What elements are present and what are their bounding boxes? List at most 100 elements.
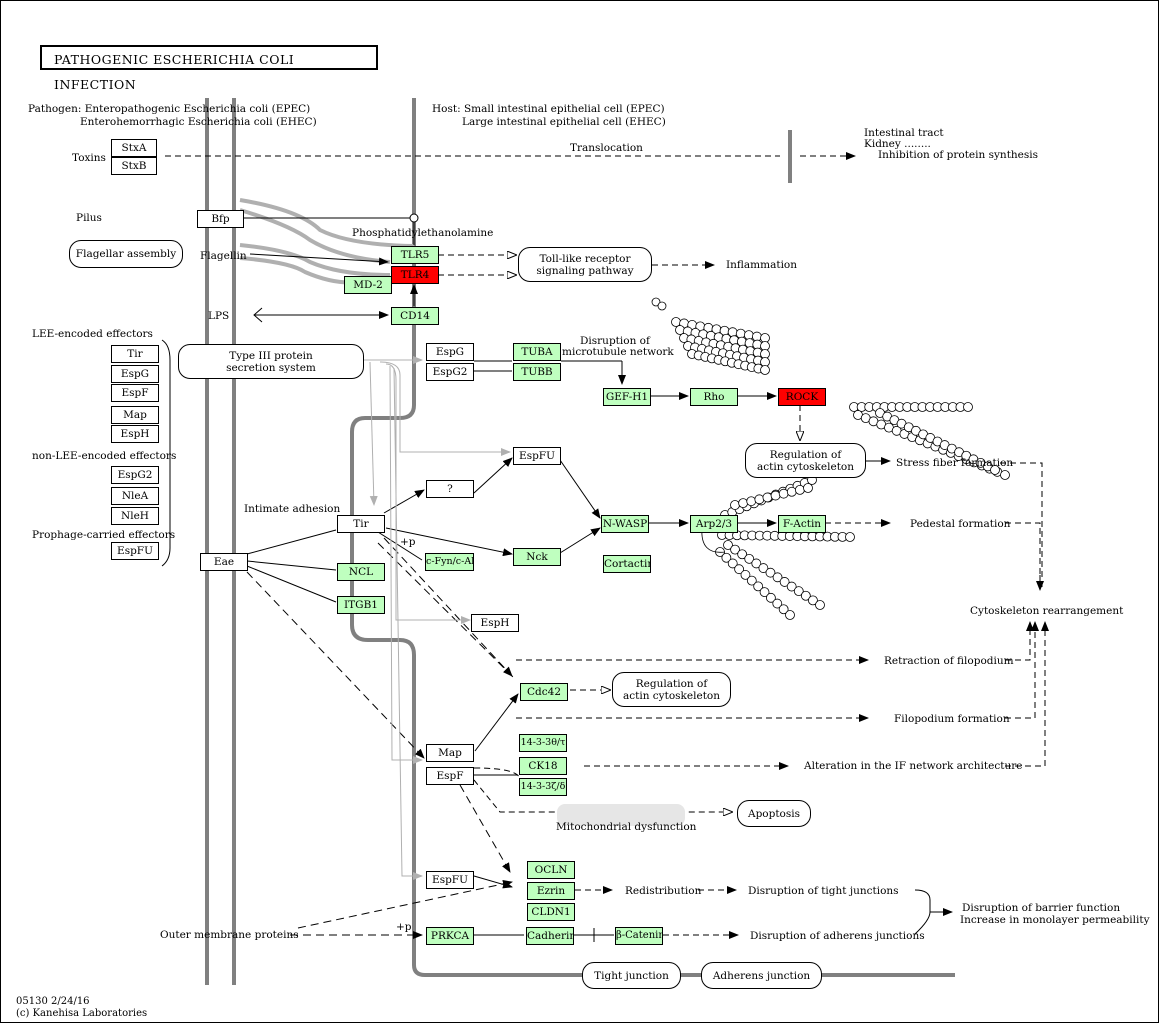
actin-monomer [657, 301, 667, 311]
disruption-microtubule-label-1: Disruption of [580, 335, 650, 347]
mitochondrial-dysfunction-label: Mitochondrial dysfunction [556, 821, 697, 833]
actin-monomer [772, 572, 783, 583]
disruption-adherens-label: Disruption of adherens junctions [750, 930, 925, 942]
tlr-pathway-line-1: Toll-like receptor [539, 252, 631, 265]
node-gefh1[interactable]: GEF-H1 [603, 388, 651, 406]
node-ck18[interactable]: CK18 [519, 757, 567, 775]
actin-monomer [751, 558, 762, 569]
node-stxa[interactable]: StxA [111, 139, 157, 157]
stress-fiber-label: Stress fiber formation [896, 457, 1014, 469]
node-nck[interactable]: Nck [513, 548, 561, 566]
node-beta-catenin[interactable]: β-Catenin [615, 927, 663, 945]
tight-junction-pathway[interactable]: Tight junction [582, 962, 681, 989]
node-unknown[interactable]: ? [426, 480, 474, 498]
if-network-label: Alteration in the IF network architectur… [804, 760, 1023, 772]
node-itgb1[interactable]: ITGB1 [337, 596, 385, 614]
node-espf-lee[interactable]: EspF [111, 384, 159, 402]
node-tir-mid[interactable]: Tir [337, 515, 385, 533]
actin-monomer [815, 600, 825, 610]
node-arp23[interactable]: Arp2/3 [690, 515, 738, 533]
regulation-actin-pathway-1[interactable]: Regulation of actin cytoskeleton [745, 443, 866, 478]
node-tubb[interactable]: TUBB [513, 363, 561, 381]
plus-p-label-1: +p [400, 536, 416, 548]
node-nwasp[interactable]: N-WASP [601, 515, 649, 533]
node-stxb[interactable]: StxB [111, 157, 157, 175]
node-espg2-nonlee[interactable]: EspG2 [111, 466, 159, 484]
translocation-label: Translocation [570, 142, 643, 154]
footer-id: 05130 2/24/16 [16, 996, 90, 1007]
kidney-label: Kidney ........ [864, 138, 931, 150]
node-tir-lee[interactable]: Tir [111, 345, 159, 363]
node-ncl[interactable]: NCL [337, 563, 385, 581]
pilus-label: Pilus [76, 212, 102, 224]
node-tlr5[interactable]: TLR5 [391, 246, 439, 264]
node-espg-right[interactable]: EspG [426, 343, 474, 361]
node-map-lee[interactable]: Map [111, 406, 159, 424]
node-nlea[interactable]: NleA [111, 487, 159, 505]
node-eae[interactable]: Eae [200, 553, 248, 571]
node-cdc42[interactable]: Cdc42 [520, 683, 568, 701]
node-md2[interactable]: MD-2 [344, 276, 392, 294]
actin-monomer [808, 595, 818, 606]
node-nleh[interactable]: NleH [111, 507, 159, 525]
adherens-junction-pathway[interactable]: Adherens junction [701, 962, 822, 989]
actin-monomer [760, 365, 770, 375]
pathogen-label-2: Enterohemorrhagic Escherichia coli (EHEC… [80, 116, 317, 128]
node-map-mid[interactable]: Map [426, 744, 474, 762]
node-espg-lee[interactable]: EspG [111, 365, 159, 383]
regulation-actin-pathway-2[interactable]: Regulation of actin cytoskeleton [612, 672, 731, 707]
node-1433-zeta[interactable]: 14-3-3ζ/δ [519, 778, 567, 796]
node-espfu-mid[interactable]: EspFU [513, 447, 561, 465]
actin-monomer [762, 492, 773, 503]
disruption-barrier-label-1: Disruption of barrier function [962, 902, 1121, 914]
prophage-effectors-label: Prophage-carried effectors [32, 529, 176, 541]
node-rock[interactable]: ROCK [778, 388, 826, 406]
type3-secretion-pathway[interactable]: Type III protein secretion system [178, 344, 364, 379]
actin-monomer [766, 592, 776, 603]
actin-monomer [753, 581, 764, 592]
node-prkca[interactable]: PRKCA [426, 927, 474, 945]
redistribution-label: Redistribution [625, 885, 702, 897]
node-tlr4[interactable]: TLR4 [391, 266, 439, 284]
node-esph-lee[interactable]: EspH [111, 425, 159, 443]
node-esph-mid[interactable]: EspH [471, 614, 519, 632]
node-espf-mid[interactable]: EspF [426, 767, 474, 785]
node-1433-theta[interactable]: 14-3-3θ/τ [519, 734, 567, 752]
non-lee-effectors-label: non-LEE-encoded effectors [32, 450, 177, 462]
cytoskeleton-rearrangement-label: Cytoskeleton rearrangement [970, 605, 1124, 617]
node-bfp[interactable]: Bfp [197, 210, 244, 228]
node-ocln[interactable]: OCLN [527, 861, 575, 879]
tlr-pathway-line-2: signaling pathway [536, 264, 634, 277]
node-cortactin[interactable]: Cortactin [603, 555, 651, 573]
actin-monomer [740, 570, 751, 580]
node-rho[interactable]: Rho [690, 388, 738, 406]
actin-monomer [758, 563, 769, 573]
host-label-1: Host: Small intestinal epithelial cell (… [432, 103, 665, 115]
node-tuba[interactable]: TUBA [513, 343, 561, 361]
node-cd14[interactable]: CD14 [391, 307, 439, 325]
node-ezrin[interactable]: Ezrin [527, 882, 575, 900]
node-espfu-prophage[interactable]: EspFU [111, 542, 159, 560]
flagellar-assembly-pathway[interactable]: Flagellar assembly [69, 240, 183, 268]
flagellin-label: Flagellin [200, 250, 247, 262]
node-cldn1[interactable]: CLDN1 [527, 903, 575, 921]
inhibition-protein-synthesis-label: Inhibition of protein synthesis [878, 149, 1039, 161]
node-cadherin[interactable]: Cadherin [526, 927, 574, 945]
node-cfyn[interactable]: c-Fyn/c-Abl [425, 553, 474, 571]
lps-label: LPS [208, 310, 230, 322]
tlr-signaling-pathway[interactable]: Toll-like receptor signaling pathway [518, 247, 652, 282]
actin-monomer [754, 494, 765, 505]
flagella-curves [239, 198, 415, 285]
actin-monomer [800, 590, 811, 601]
node-espfu-low[interactable]: EspFU [426, 871, 474, 889]
node-factin[interactable]: F-Actin [778, 515, 826, 533]
actin-monomer [730, 500, 740, 510]
host-label-2: Large intestinal epithelial cell (EHEC) [462, 116, 666, 128]
actin-monomer [671, 317, 681, 327]
apoptosis-pathway[interactable]: Apoptosis [737, 800, 811, 827]
actin-monomer [746, 496, 757, 507]
toxins-label: Toxins [72, 152, 106, 164]
disruption-microtubule-label-2: microtubule network [562, 346, 674, 358]
node-espg2-right[interactable]: EspG2 [426, 363, 474, 381]
